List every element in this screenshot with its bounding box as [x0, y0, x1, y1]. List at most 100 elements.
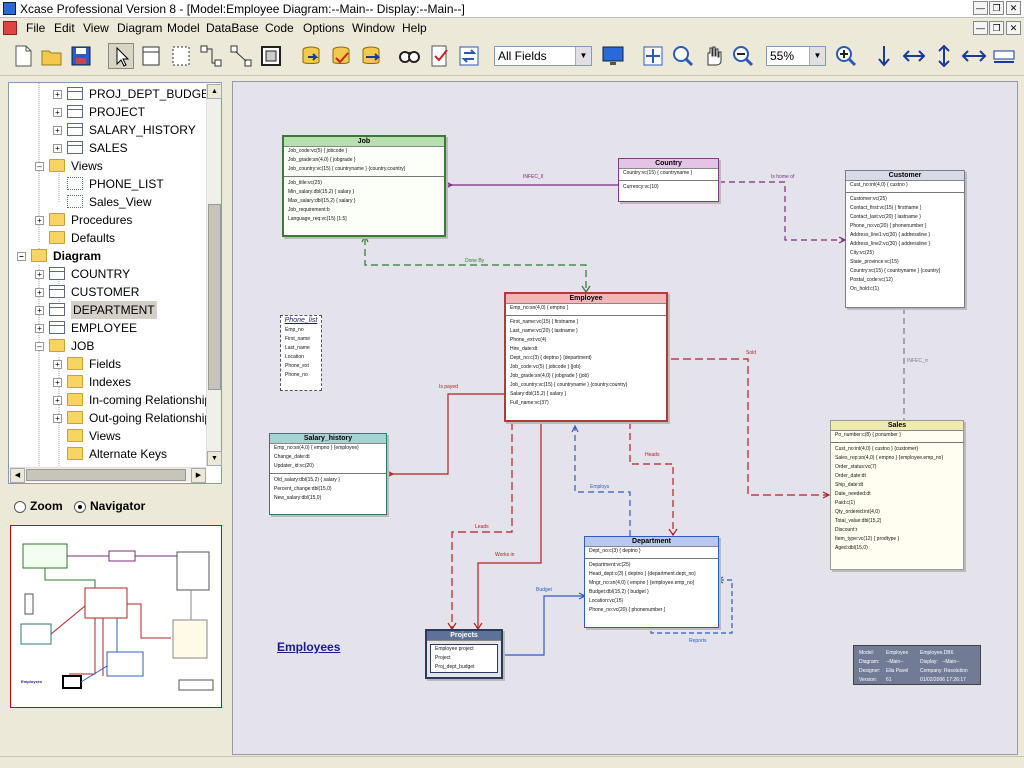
rel-label-works-in[interactable]: Works in — [495, 552, 515, 558]
expand-icon[interactable]: + — [53, 108, 62, 117]
restore-icon[interactable]: ❐ — [989, 1, 1004, 15]
entity-field[interactable]: Percent_change:dbl(15,0) — [274, 486, 332, 492]
zoom-out-icon[interactable] — [730, 43, 756, 69]
entity-field[interactable]: Aged:dbl(15,0) — [835, 545, 868, 551]
entity-field[interactable]: Emp_no — [285, 327, 304, 333]
rel-label-infec-ii[interactable]: INFEC_II — [523, 174, 544, 180]
entity-field[interactable]: Min_salary:dbl(15,2) { salary } — [288, 189, 355, 195]
entity-field[interactable]: Language_req:vc(15) [1:5] — [288, 216, 347, 222]
menu-edit[interactable]: Edit — [54, 21, 75, 35]
entity-header[interactable]: Job — [284, 137, 444, 147]
entity-field[interactable]: Job_requirement:b — [288, 207, 330, 213]
find-icon[interactable] — [396, 43, 422, 69]
diagram-title[interactable]: Employees — [277, 640, 341, 654]
entity-header[interactable]: Employee — [506, 294, 666, 304]
fields-filter-select[interactable]: All Fields ▼ — [494, 46, 592, 66]
entity-field[interactable]: Full_name:vc(37) — [510, 400, 549, 406]
entity-field[interactable]: Budget:dbl(15,2) { budget } — [589, 589, 649, 595]
entity-field[interactable]: Emp_no:sn(4,0) { empno } {employee} — [274, 445, 359, 451]
doc-restore-icon[interactable]: ❐ — [989, 21, 1004, 35]
database-import-icon[interactable] — [298, 43, 324, 69]
menu-diagram[interactable]: Diagram — [117, 21, 163, 35]
entity-field[interactable]: Phone_ext — [285, 363, 309, 369]
entity-field[interactable]: State_province:vc(15) — [850, 259, 899, 265]
entity-field[interactable]: Address_line1:vc(30) { addressline } — [850, 232, 931, 238]
arrange-horizontal-icon[interactable] — [901, 43, 927, 69]
entity-field[interactable]: Customer:vc(25) — [850, 196, 887, 202]
entity-field[interactable]: Order_date:dt — [835, 473, 866, 479]
zoom-in-icon[interactable] — [833, 43, 859, 69]
database-export-icon[interactable] — [358, 43, 384, 69]
entity-header[interactable]: Sales — [831, 421, 963, 431]
fit-window-icon[interactable] — [640, 43, 666, 69]
entity-field[interactable]: Order_status:vc(7) — [835, 464, 877, 470]
navigator-radio[interactable] — [74, 501, 86, 513]
menu-code[interactable]: Code — [265, 21, 294, 35]
pan-hand-icon[interactable] — [700, 43, 726, 69]
entity-field[interactable]: Proj_dept_budget — [435, 664, 475, 670]
entity-field[interactable]: Discount:r — [835, 527, 858, 533]
entity-field[interactable]: Phone_no:vc(20) { phonenumber } — [850, 223, 927, 229]
rel-label-heads[interactable]: Heads — [645, 452, 660, 458]
scroll-down-icon[interactable]: ▼ — [207, 451, 222, 466]
menu-file[interactable]: File — [26, 21, 46, 35]
entity-field[interactable]: Emp_no:sn(4,0) { empno } — [510, 305, 569, 311]
entity-field[interactable]: Phone_ext:vc(4) — [510, 337, 547, 343]
rel-label-reports[interactable]: Reports — [689, 638, 707, 644]
entity-field[interactable]: New_salary:dbl(15,0) — [274, 495, 322, 501]
select-pointer-icon[interactable] — [108, 43, 134, 69]
entity-header[interactable]: Salary_history — [270, 434, 386, 444]
entity-header[interactable]: Department — [585, 537, 718, 547]
entity-field[interactable]: Sales_rep:sn(4,0) { empno } {employee.em… — [835, 455, 944, 461]
open-folder-icon[interactable] — [39, 43, 65, 69]
scroll-up-icon[interactable]: ▲ — [207, 84, 222, 99]
entity-field[interactable]: Item_type:vc(12) { prodtype } — [835, 536, 900, 542]
entity-header[interactable]: Projects — [427, 631, 501, 641]
entity-field[interactable]: Postal_code:vc(12) — [850, 277, 893, 283]
zoom-select[interactable]: 55% ▼ — [766, 46, 826, 66]
rel-label-done-by[interactable]: Done By — [465, 258, 485, 264]
collapse-icon[interactable]: – — [17, 252, 26, 261]
table-tool-icon[interactable] — [138, 43, 164, 69]
entity-field[interactable]: Project — [435, 655, 451, 661]
entity-field[interactable]: Total_value:dbl(15,2) — [835, 518, 882, 524]
entity-field[interactable]: Qty_ordered:int(4,0) — [835, 509, 880, 515]
entity-field[interactable]: Hire_date:dt — [510, 346, 538, 352]
entity-field[interactable]: Job_country:vc(15) { countryname } {coun… — [288, 166, 406, 172]
scroll-left-icon[interactable]: ◀ — [10, 468, 25, 483]
entity-field[interactable]: Location:vc(15) — [589, 598, 624, 604]
entity-field[interactable]: Last_name:vc(20) { lastname } — [510, 328, 578, 334]
expand-icon[interactable]: + — [53, 90, 62, 99]
new-file-icon[interactable] — [10, 43, 36, 69]
entity-field[interactable]: Ship_date:dt — [835, 482, 864, 488]
entity-field[interactable]: Salary:dbl(15,2) { salary } — [510, 391, 567, 397]
diagram-canvas[interactable]: INFEC_II Is home of Done By Sold INFEC_r… — [232, 81, 1018, 755]
entity-field[interactable]: Phone_no — [285, 372, 308, 378]
entity-field[interactable]: First_name:vc(15) { firstname } — [510, 319, 579, 325]
link-tool-icon[interactable] — [228, 43, 254, 69]
doc-minimize-icon[interactable]: — — [973, 21, 988, 35]
entity-field[interactable]: Employee project — [435, 646, 474, 652]
sync-icon[interactable] — [456, 43, 482, 69]
save-icon[interactable] — [68, 43, 94, 69]
align-icon[interactable] — [991, 43, 1017, 69]
entity-field[interactable]: Dept_no:c(3) { deptno } {department} — [510, 355, 592, 361]
entity-field[interactable]: Updater_id:vc(20) — [274, 463, 314, 469]
entity-field[interactable]: Mngr_no:sn(4,0) { empno } {employee.emp_… — [589, 580, 695, 586]
entity-field[interactable]: Po_number:c(8) { ponumber } — [835, 432, 901, 438]
check-document-icon[interactable] — [426, 43, 452, 69]
expand-icon[interactable]: + — [53, 126, 62, 135]
entity-field[interactable]: Country:vc(15) { countryname } — [623, 170, 693, 176]
scroll-right-icon[interactable]: ▶ — [191, 468, 206, 483]
entity-field[interactable]: Cust_no:int(4,0) { custno } {customer} — [835, 446, 919, 452]
expand-icon[interactable]: + — [35, 288, 44, 297]
zoom-radio[interactable] — [14, 501, 26, 513]
collapse-icon[interactable]: – — [35, 162, 44, 171]
entity-field[interactable]: Contact_first:vc(15) { firstname } — [850, 205, 922, 211]
expand-icon[interactable]: + — [53, 396, 62, 405]
